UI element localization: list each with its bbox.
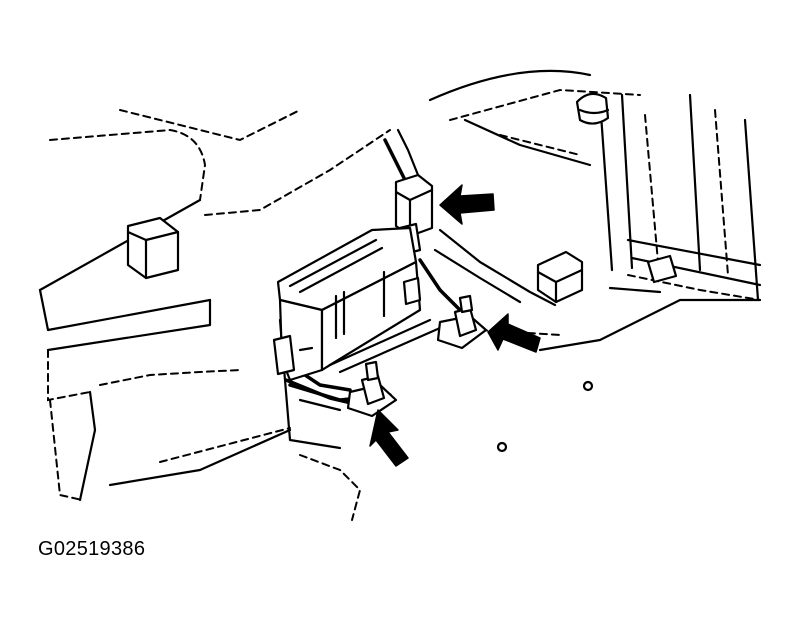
pointer-arrows bbox=[369, 184, 541, 467]
bolt-top-right bbox=[575, 92, 610, 125]
mounting-nut-lower bbox=[346, 360, 398, 418]
hose-clamp bbox=[536, 250, 678, 304]
arrow-icon-middle bbox=[487, 313, 541, 353]
relay-block-left bbox=[126, 216, 180, 280]
figure-id-label: G02519386 bbox=[38, 538, 146, 560]
mounting-nut-right bbox=[436, 294, 488, 350]
arrow-icon-lower bbox=[369, 409, 409, 467]
control-module bbox=[272, 226, 422, 382]
body-panel-left bbox=[38, 109, 391, 521]
arrow-icon-upper bbox=[439, 184, 495, 225]
body-structure-right bbox=[428, 69, 762, 453]
